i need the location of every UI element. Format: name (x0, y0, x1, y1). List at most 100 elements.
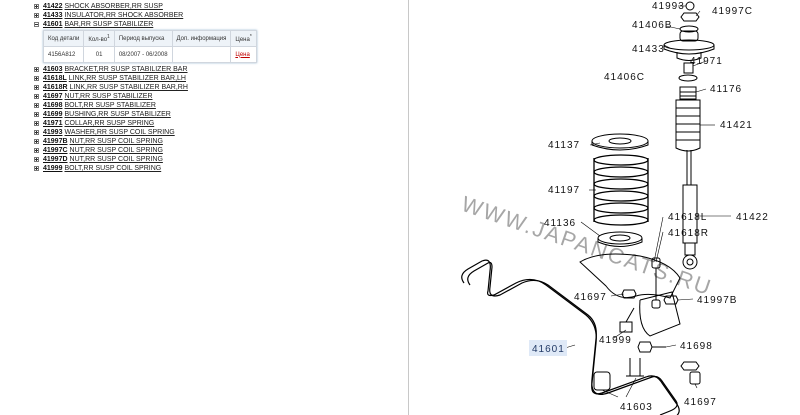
part-label-41997c[interactable]: 41997C (712, 6, 753, 17)
bolt-41999 (619, 307, 635, 333)
expand-icon[interactable] (34, 130, 39, 135)
part-description[interactable]: BRACKET,RR SUSP STABILIZER BAR (64, 66, 188, 73)
part-label-41421[interactable]: 41421 (720, 120, 753, 131)
part-description[interactable]: INSULATOR,RR SHOCK ABSORBER (64, 12, 184, 19)
part-label-41618r[interactable]: 41618R (668, 228, 709, 239)
part-label-41176[interactable]: 41176 (710, 84, 742, 95)
expand-icon[interactable] (34, 67, 39, 72)
part-description[interactable]: BAR,RR SUSP STABILIZER (64, 21, 154, 28)
part-code[interactable]: 41618R (43, 84, 68, 91)
expand-icon[interactable] (34, 148, 39, 153)
part-label-41601[interactable]: 41601 (532, 344, 565, 355)
diagram-panel: WWW.JAPANCATS.RU 41993 41997C 41406B 41433 4… (409, 0, 800, 415)
expand-icon[interactable] (34, 103, 39, 108)
part-label-41997b[interactable]: 41997B (697, 295, 737, 306)
header-label: Доп. информация (176, 35, 227, 42)
expand-icon[interactable] (34, 112, 39, 117)
part-description[interactable]: NUT,RR SUSP COIL SPRING (69, 138, 163, 145)
price-mark: * (249, 34, 252, 40)
expand-icon[interactable] (34, 85, 39, 90)
part-description[interactable]: NUT,RR SUSP STABILIZER (64, 93, 153, 100)
expand-icon[interactable] (34, 76, 39, 81)
header-label: Кол-во (88, 37, 108, 43)
part-description[interactable]: NUT,RR SUSP COIL SPRING (69, 156, 163, 163)
header-label: Цена (235, 37, 250, 43)
part-code[interactable]: 41997D (43, 156, 68, 163)
part-label-41136[interactable]: 41136 (544, 218, 576, 229)
part-description[interactable]: NUT,RR SUSP COIL SPRING (69, 147, 163, 154)
expand-icon[interactable] (34, 139, 39, 144)
part-description[interactable]: BUSHING,RR SUSP STABILIZER (64, 111, 171, 118)
watermark: WWW.JAPANCATS.RU (458, 191, 715, 300)
part-code[interactable]: 41603 (43, 66, 63, 73)
part-label-41137[interactable]: 41137 (548, 140, 580, 151)
part-label-41697[interactable]: 41697 (684, 397, 717, 408)
part-label-41603[interactable]: 41603 (620, 402, 653, 413)
part-description[interactable]: WASHER,RR SUSP COIL SPRING (64, 129, 175, 136)
part-label-41697[interactable]: 41697 (574, 292, 607, 303)
part-label-41618l[interactable]: 41618L (668, 212, 707, 223)
part-label-41406c[interactable]: 41406C (604, 72, 645, 83)
part-description[interactable]: BOLT,RR SUSP STABILIZER (64, 102, 156, 109)
part-code[interactable]: 41422 (43, 3, 63, 10)
coil-spring-41197 (593, 154, 649, 226)
nut-41697-lower (680, 361, 700, 371)
header-label: Код детали (48, 35, 80, 42)
part-label-41406b[interactable]: 41406B (632, 20, 672, 31)
expand-icon[interactable] (34, 157, 39, 162)
cell-period: 08/2007 - 06/2008 (113, 46, 173, 63)
part-code[interactable]: 41997C (43, 147, 68, 154)
part-code[interactable]: 41698 (43, 102, 63, 109)
part-label-41999[interactable]: 41999 (599, 335, 632, 346)
part-description[interactable]: SHOCK ABSORBER,RR SUSP (64, 3, 163, 10)
part-code[interactable]: 41601 (43, 21, 63, 28)
expand-icon[interactable] (34, 13, 39, 18)
qty-footnote-mark: 1 (107, 34, 110, 40)
collapse-icon[interactable] (34, 22, 39, 27)
part-label-41433[interactable]: 41433 (632, 44, 665, 55)
expand-icon[interactable] (34, 4, 39, 9)
part-label-41422[interactable]: 41422 (736, 212, 769, 223)
expand-icon[interactable] (34, 166, 39, 171)
part-code[interactable]: 41971 (43, 120, 63, 127)
panel-divider[interactable] (408, 0, 409, 415)
part-code[interactable]: 41433 (43, 12, 63, 19)
part-label-41698[interactable]: 41698 (680, 341, 713, 352)
part-code[interactable]: 41997B (43, 138, 68, 145)
part-label-41971[interactable]: 41971 (690, 56, 723, 67)
part-description[interactable]: COLLAR,RR SUSP SPRING (64, 120, 155, 127)
part-description[interactable]: LINK,RR SUSP STABILIZER BAR,RH (69, 84, 188, 91)
expand-icon[interactable] (34, 94, 39, 99)
part-label-41197[interactable]: 41197 (548, 185, 580, 196)
part-description[interactable]: BOLT,RR SUSP COIL SPRING (64, 165, 162, 172)
part-code[interactable]: 41618L (43, 75, 67, 82)
part-code[interactable]: 41993 (43, 129, 63, 136)
cell-price[interactable]: Цена (230, 46, 257, 63)
expand-icon[interactable] (34, 121, 39, 126)
nut-41997c (680, 12, 700, 22)
part-code[interactable]: 41999 (43, 165, 63, 172)
washer-41406c (678, 74, 698, 82)
bracket-41603 (593, 358, 644, 391)
header-label: Период выпуска (118, 35, 165, 42)
part-description[interactable]: LINK,RR SUSP STABILIZER BAR,LH (68, 75, 186, 82)
part-code[interactable]: 41697 (43, 93, 63, 100)
part-label-41993[interactable]: 41993 (652, 1, 685, 12)
dust-boot-41421 (675, 99, 701, 152)
part-code[interactable]: 41699 (43, 111, 63, 118)
